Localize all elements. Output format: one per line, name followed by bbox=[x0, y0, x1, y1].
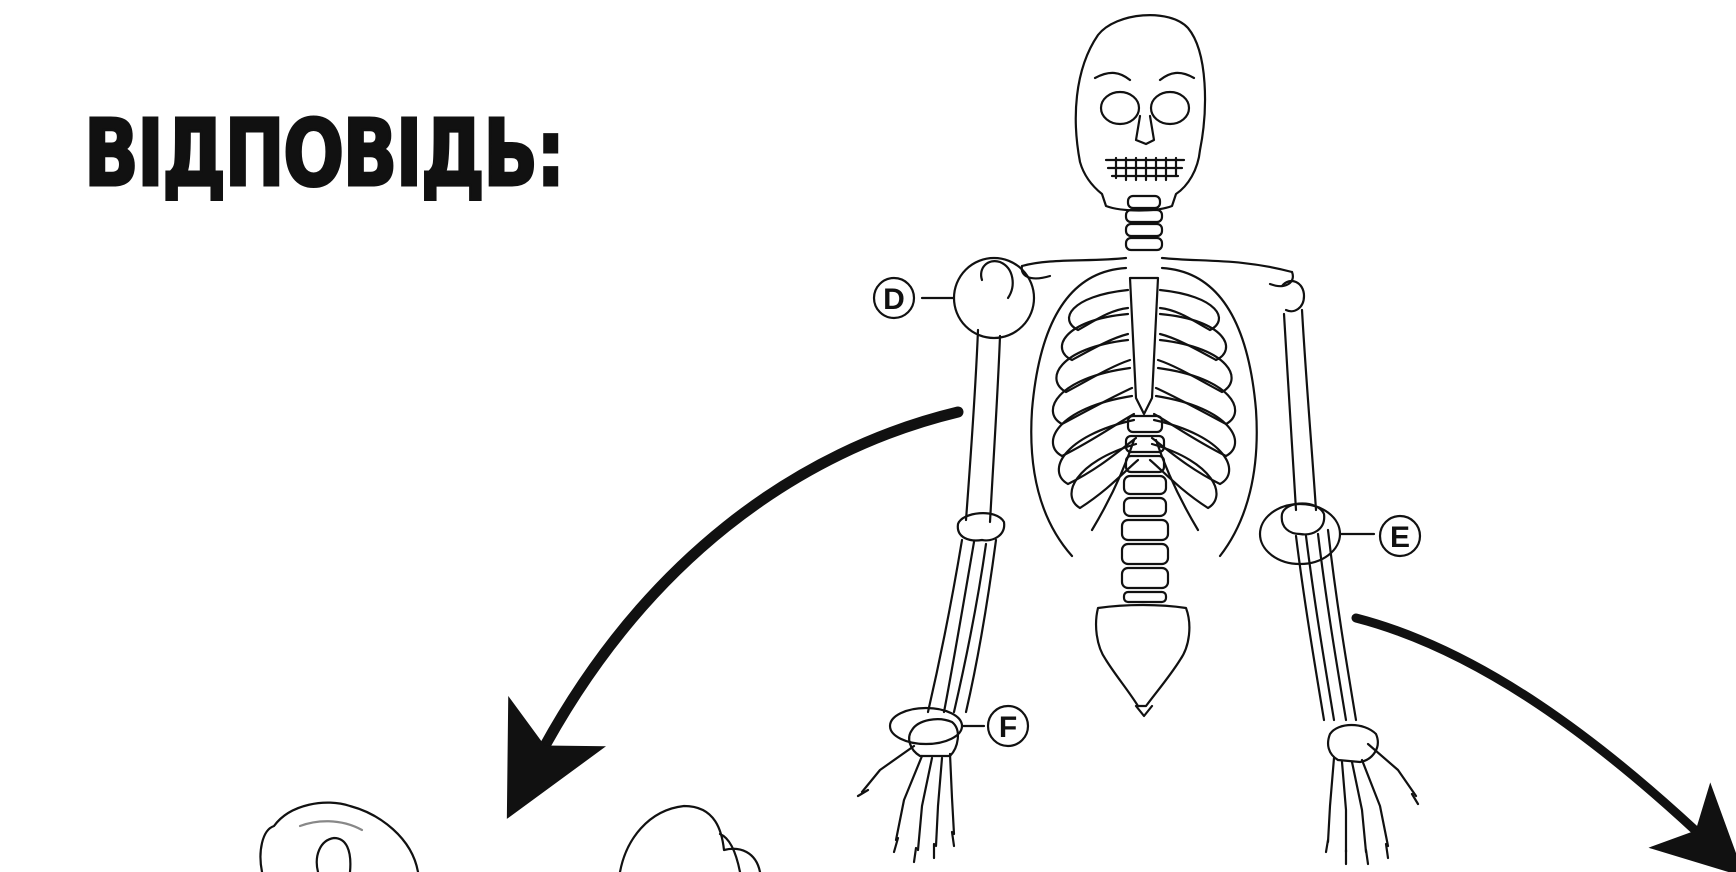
skull bbox=[1076, 15, 1205, 210]
joint-closeup-right bbox=[620, 806, 760, 872]
neck-vertebrae bbox=[1126, 196, 1162, 250]
joint-closeup-left bbox=[261, 803, 419, 872]
callout-label-f: F bbox=[999, 711, 1017, 744]
arrow-right-curve bbox=[1356, 618, 1712, 846]
right-hand bbox=[1326, 725, 1418, 864]
callout-label-d: D bbox=[883, 283, 905, 316]
callout-label-e: E bbox=[1390, 521, 1410, 554]
sternum bbox=[1130, 278, 1158, 414]
right-arm bbox=[1282, 281, 1356, 720]
sacrum bbox=[1096, 605, 1189, 706]
left-arm bbox=[928, 261, 1013, 712]
